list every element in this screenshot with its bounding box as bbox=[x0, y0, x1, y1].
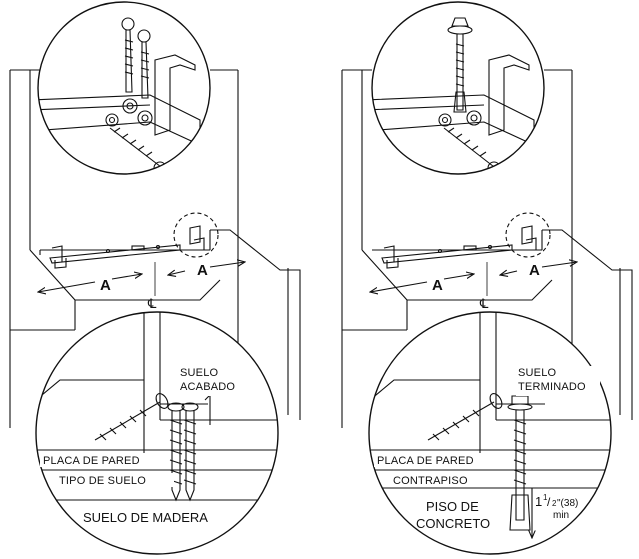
svg-text:"(38): "(38) bbox=[557, 498, 578, 509]
floor-type-label: TIPO DE SUELO bbox=[59, 475, 146, 487]
dimension-a-right: A bbox=[529, 262, 540, 279]
wall-plate-label: PLACA DE PARED bbox=[43, 455, 140, 467]
dimension-arrows bbox=[38, 262, 245, 296]
screw-icon bbox=[167, 402, 185, 502]
floor-type-label: CONTRAPISO bbox=[393, 475, 468, 487]
centerline-symbol: ℄ bbox=[147, 296, 157, 311]
svg-text:2: 2 bbox=[552, 499, 557, 508]
centerline-symbol: ℄ bbox=[479, 296, 489, 311]
right-top-detail-magnifier bbox=[371, 1, 545, 175]
lag-screw-icon bbox=[94, 393, 169, 441]
floor-label-line1: SUELO bbox=[180, 367, 219, 379]
floor-label-line1: SUELO bbox=[518, 367, 557, 379]
wall-plate-label: PLACA DE PARED bbox=[377, 455, 474, 467]
screw-icon bbox=[121, 17, 135, 93]
dimension-a-left: A bbox=[432, 277, 443, 294]
base-floor-label: SUELO DE MADERA bbox=[83, 510, 208, 525]
depth-dimension: 1 1 / 2 "(38) min bbox=[535, 493, 578, 521]
base-floor-label-line2: CONCRETO bbox=[416, 516, 490, 531]
detail-callout-circle bbox=[173, 212, 219, 258]
svg-text:/: / bbox=[547, 495, 551, 509]
svg-text:1: 1 bbox=[543, 493, 548, 502]
right-panel bbox=[341, 69, 633, 428]
svg-text:1: 1 bbox=[535, 494, 542, 509]
dimension-a-right: A bbox=[197, 262, 208, 279]
left-top-detail-magnifier bbox=[37, 1, 211, 175]
base-floor-label-line1: PISO DE bbox=[426, 499, 479, 514]
anti-tip-bracket-plate bbox=[381, 225, 537, 269]
detail-callout-circle bbox=[505, 212, 551, 258]
anchor-bolt-icon bbox=[447, 17, 473, 113]
lag-screw-icon bbox=[427, 393, 503, 441]
anchor-bolt-icon bbox=[507, 395, 533, 531]
dimension-arrows bbox=[370, 262, 577, 296]
left-panel bbox=[9, 69, 301, 428]
floor-label-line2: TERMINADO bbox=[518, 381, 586, 393]
svg-text:min: min bbox=[553, 510, 569, 521]
anti-tip-bracket-plate bbox=[49, 225, 205, 269]
right-bottom-detail-magnifier bbox=[368, 311, 612, 555]
floor-label-line2: ACABADO bbox=[180, 381, 235, 393]
dimension-a-left: A bbox=[100, 277, 111, 294]
screw-icon bbox=[137, 29, 151, 99]
screw-icon bbox=[181, 402, 199, 502]
